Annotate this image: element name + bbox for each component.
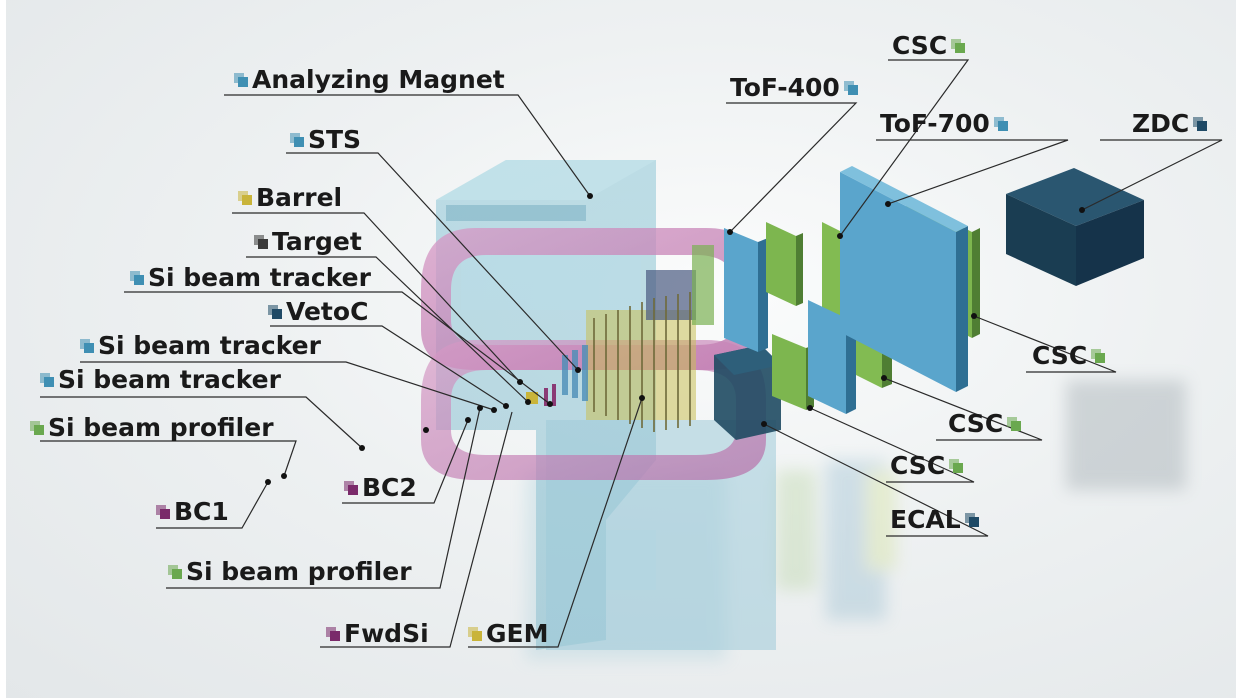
dark-square-icon [254,235,268,249]
label-text: ZDC [1132,109,1190,138]
label-zdc: ZDC [1132,109,1208,138]
label-text: Barrel [256,183,343,212]
label-target: Target [254,228,362,256]
marker-dots [265,193,1085,485]
blue-square-icon [843,81,858,95]
label-text: ToF-700 [880,109,990,138]
blue-square-icon [290,133,304,147]
label-csc-mid: CSC [948,409,1022,438]
label-text: Si beam tracker [58,365,281,394]
label-ecal: ECAL [890,506,979,534]
label-si-beam-tracker-2: Si beam tracker [80,332,321,360]
yellow-square-icon [468,627,482,641]
label-text: BC1 [174,497,229,526]
label-text: CSC [948,409,1004,438]
label-text: Si beam profiler [48,413,274,442]
green-square-icon [30,421,44,435]
green-square-icon [949,459,964,473]
purple-square-icon [326,627,340,641]
ecal-shape [714,345,781,440]
blue-square-icon [40,373,54,387]
label-text: GEM [486,619,549,648]
label-sts: STS [290,126,361,154]
label-text: CSC [890,451,946,480]
green-square-icon [168,565,182,579]
blue-square-icon [80,339,94,353]
label-gem: GEM [468,620,548,648]
label-text: Analyzing Magnet [252,65,505,94]
zdc-shape [1006,168,1144,286]
label-tof400: ToF-400 [730,74,858,102]
label-text: CSC [1032,341,1088,370]
label-text: BC2 [362,473,417,502]
navy-square-icon [964,513,979,527]
label-si-beam-profiler-2: Si beam profiler [168,558,412,586]
label-tof700: ToF-700 [880,110,1008,138]
label-text: STS [308,125,362,154]
leader-lines [40,59,1223,648]
label-bc1: BC1 [156,498,229,526]
label-si-beam-profiler-1: Si beam profiler [30,414,274,442]
navy-square-icon [1193,117,1208,131]
label-csc-right: CSC [1032,341,1106,370]
green-square-icon [1007,417,1022,431]
label-text: Si beam profiler [186,557,412,586]
label-text: ECAL [890,505,961,534]
label-text: FwdSi [344,619,429,648]
blue-square-icon [993,117,1008,131]
purple-square-icon [344,481,358,495]
label-text: VetoC [286,297,369,326]
blue-square-icon [130,271,144,285]
label-barrel: Barrel [238,184,342,212]
label-text: Si beam tracker [98,331,321,360]
tof400-shape [724,228,768,352]
label-vetoc: VetoC [268,298,368,326]
label-text: Target [272,227,362,256]
tof700-shape [840,166,968,392]
green-square-icon [951,39,966,53]
label-bc2: BC2 [344,474,417,502]
blue-square-icon [234,73,248,87]
label-si-beam-tracker-3: Si beam tracker [40,366,281,394]
label-fwdsi: FwdSi [326,620,429,648]
label-csc-low: CSC [890,451,964,480]
label-text: Si beam tracker [148,263,371,292]
label-analyzing-magnet: Analyzing Magnet [234,66,505,94]
purple-square-icon [156,505,170,519]
label-text: CSC [892,31,948,60]
detector-illustration [40,59,1223,660]
yellow-square-icon [238,191,252,205]
label-si-beam-tracker-1: Si beam tracker [130,264,371,292]
label-text: ToF-400 [730,73,840,102]
navy-square-icon [268,305,282,319]
green-square-icon [1091,349,1106,363]
label-csc-top: CSC [892,31,966,60]
